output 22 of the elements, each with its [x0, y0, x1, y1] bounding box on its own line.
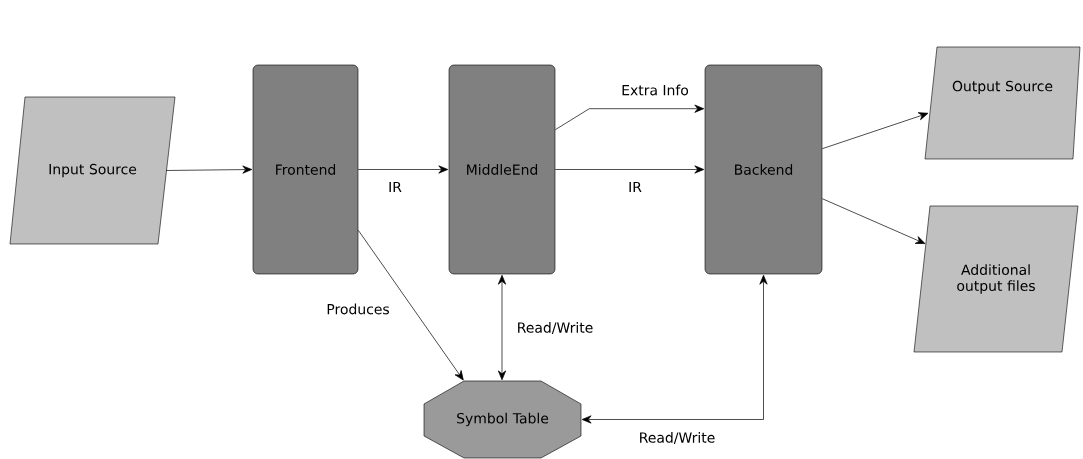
octagon: Symbol Table	[423, 380, 582, 459]
arrow	[554, 165, 705, 174]
arrow	[165, 165, 253, 174]
io-parallelogram: Additional output files	[913, 205, 1079, 353]
arrow	[357, 165, 449, 174]
io-parallelogram: Input Source	[9, 96, 176, 245]
arrow	[821, 112, 929, 150]
process-box: Backend	[704, 64, 823, 275]
io-parallelogram: Output Source	[924, 46, 1081, 160]
edge-label: Read/Write	[515, 321, 595, 335]
arrow	[821, 198, 926, 244]
edge-label: Produces	[325, 302, 391, 316]
arrow	[497, 274, 507, 381]
arrow	[554, 104, 705, 131]
process-box: MiddleEnd	[448, 64, 556, 275]
edge-label: IR	[627, 180, 643, 194]
edge-label: IR	[387, 180, 403, 194]
arrow	[581, 274, 768, 424]
arrow	[357, 229, 464, 381]
process-box: Frontend	[252, 64, 359, 275]
edge-label: Extra Info	[620, 83, 690, 97]
edge-label: Read/Write	[637, 431, 717, 445]
